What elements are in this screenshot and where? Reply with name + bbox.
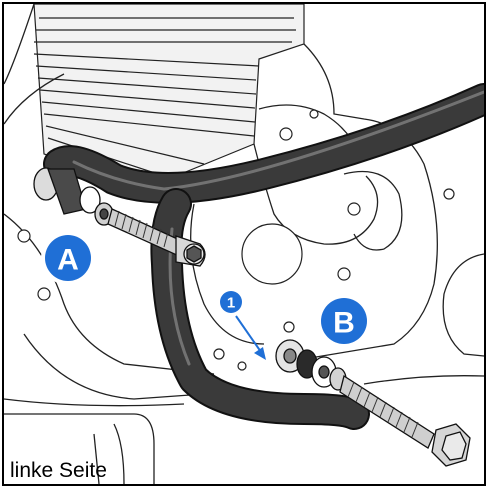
- callout-a: A: [41, 231, 95, 285]
- callout-b: B: [317, 294, 371, 348]
- mount-a: [33, 167, 206, 267]
- callout-1-label: 1: [227, 295, 235, 312]
- callout-a-label: A: [57, 244, 79, 277]
- frame-tube: [4, 4, 35, 85]
- case-bolts: [17, 109, 455, 371]
- engine-guard-bar: [43, 83, 484, 430]
- caption: linke Seite: [10, 459, 107, 482]
- illustration: A B 1: [4, 4, 484, 484]
- callout-b-label: B: [333, 307, 355, 340]
- mount-b: [275, 339, 471, 467]
- pointer-arrow: [235, 315, 266, 360]
- engine-case: [4, 43, 484, 484]
- callout-1: 1: [218, 289, 244, 315]
- engine-fins: [33, 4, 305, 190]
